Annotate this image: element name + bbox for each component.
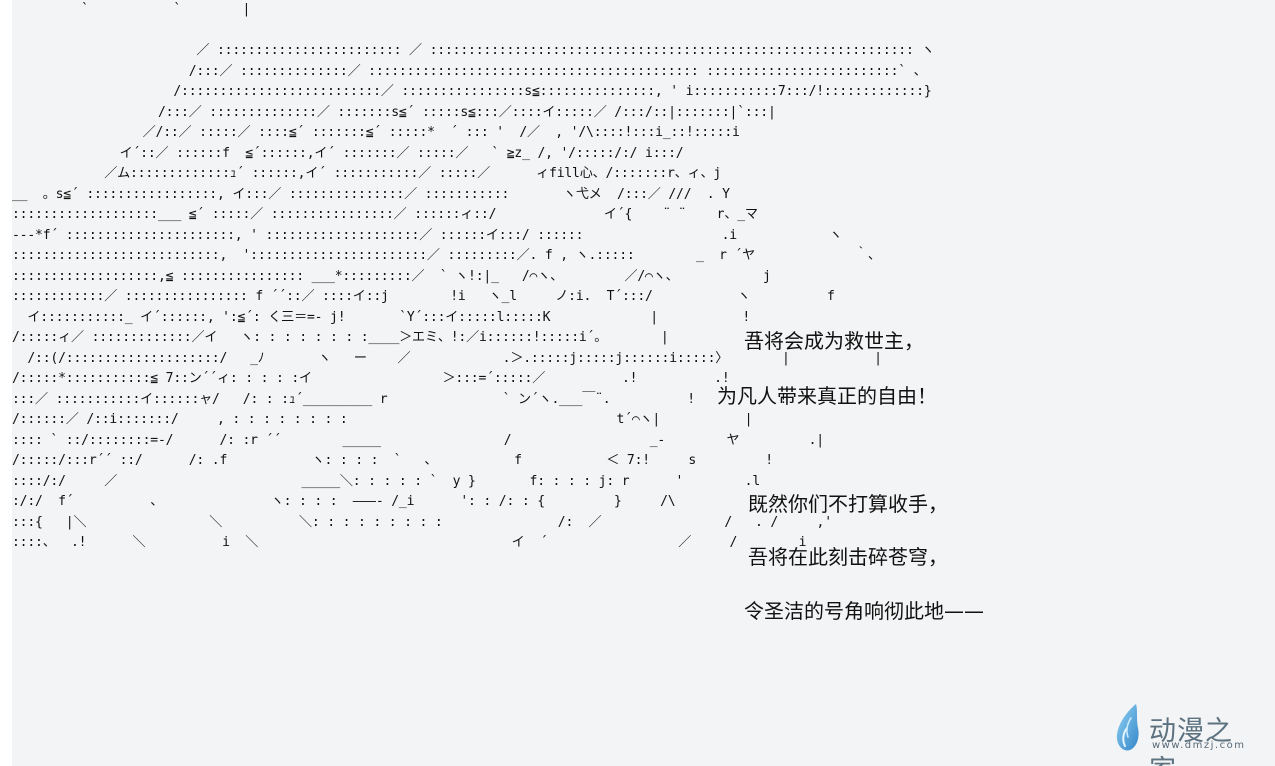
dialogue-line-1: 吾将会成为救世主， bbox=[744, 329, 924, 353]
dialogue-line-2: 为凡人带来真正的自由！ bbox=[717, 384, 937, 408]
ascii-art-illustration: ` ` | ／ :::::::::::::::::::::::: ／ :::::… bbox=[12, 2, 935, 550]
dialogue-line-3: 既然你们不打算收手， bbox=[748, 492, 948, 516]
watermark-name: 动漫之家 bbox=[1149, 716, 1233, 766]
watermark-url: www.dmzj.com bbox=[1152, 740, 1246, 751]
site-watermark: 动漫之家 www.dmzj.com bbox=[1109, 701, 1259, 766]
feather-drop-icon bbox=[1116, 704, 1139, 751]
dialogue-line-5: 令圣洁的号角响彻此地—— bbox=[744, 599, 984, 623]
dialogue-line-4: 吾将在此刻击碎苍穹， bbox=[748, 545, 948, 569]
left-edge-strip bbox=[0, 0, 12, 766]
